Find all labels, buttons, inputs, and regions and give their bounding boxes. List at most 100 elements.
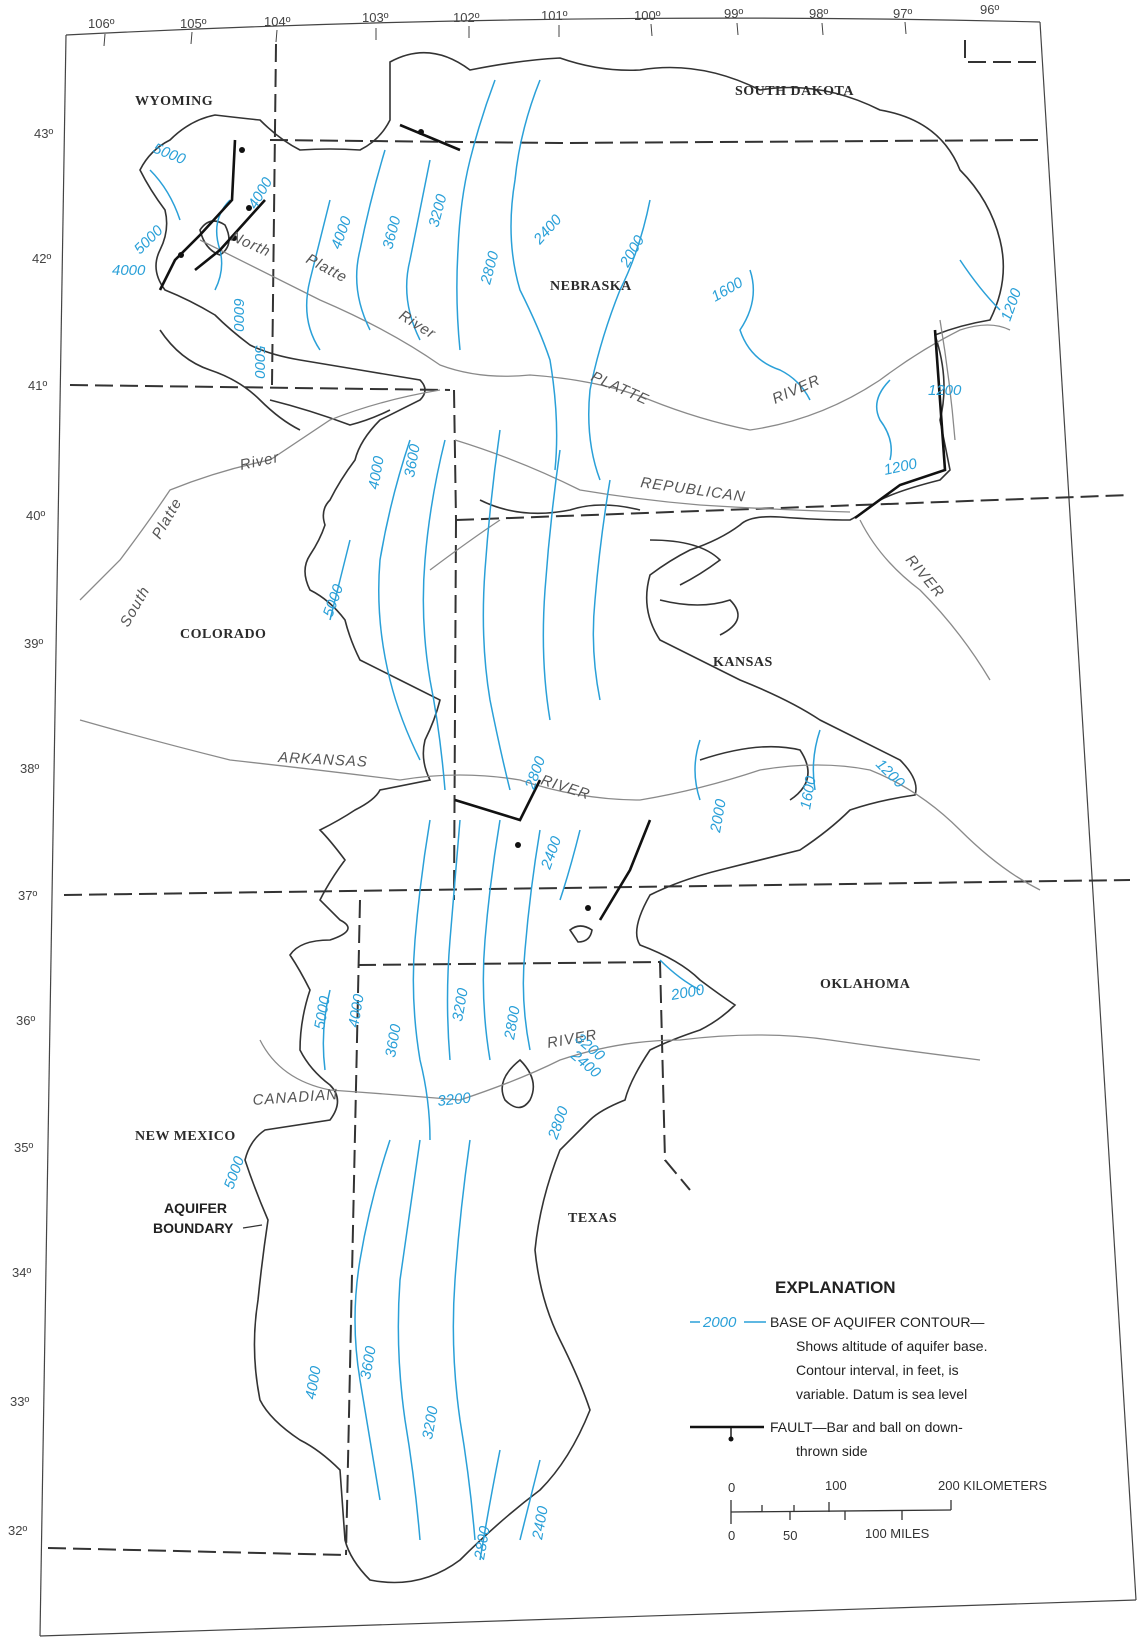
contour-label-2800-ne: 2800 (477, 249, 502, 287)
fault-ne-north (399, 123, 461, 152)
contour-label-5000-ok: 5000 (311, 994, 334, 1030)
contour-label-3200-ok: 3200 (449, 986, 472, 1022)
fault-ne-east (854, 329, 947, 520)
contour-label-2000-ks: 2000 (707, 797, 730, 834)
contour-label-1200-ne: 1200 (998, 286, 1026, 324)
aquifer-boundary-finger-5 (659, 599, 739, 636)
contour-label-3200-canadian: 3200 (437, 1090, 473, 1110)
contour-line-2800-central (542, 449, 561, 721)
contour-line-2400-tx (519, 1459, 541, 1541)
legend-fault-title: FAULT—Bar and ball on down- (770, 1419, 963, 1435)
contour-line-2800-north (456, 79, 496, 351)
canadian-river-line (259, 1034, 981, 1101)
contour-line-2000-north (588, 199, 651, 481)
contour-line-2400-south (559, 829, 581, 901)
contour-line-2000-south (694, 739, 701, 801)
legend-contour-title: BASE OF AQUIFER CONTOUR— (770, 1314, 984, 1330)
contour-line-1600-south (812, 729, 821, 791)
map-frame (39, 17, 1137, 1637)
contour-line-3200-north (405, 159, 431, 341)
aquifer-boundary-outline (139, 51, 1005, 1584)
faults (158, 123, 947, 921)
contour-label-4000-wy-2: 4000 (245, 174, 277, 212)
river-label-platte-south: Platte (149, 495, 186, 542)
lat-label-35: 35º (14, 1140, 33, 1155)
contour-label-6000: 6000 (230, 298, 247, 332)
lon-label-106: 106º (88, 16, 115, 31)
state-boundaries (47, 40, 1131, 1556)
state-label-wyoming: WYOMING (135, 94, 213, 109)
scale-mi-50: 50 (783, 1528, 797, 1543)
lat-label-39: 39º (24, 636, 43, 651)
contour-line-1200-northeast (959, 259, 1001, 311)
arkansas-river-line (79, 719, 1041, 891)
lon-label-102: 102º (453, 10, 480, 25)
legend-contour-desc-3: variable. Datum is sea level (796, 1386, 967, 1402)
contour-line-2000-ok (659, 959, 701, 991)
fault-ks-east (598, 819, 652, 921)
contour-line-4000-north (305, 199, 331, 351)
river-label-north: North (228, 228, 273, 260)
explanation-legend: EXPLANATION 2000 BASE OF AQUIFER CONTOUR… (690, 1278, 987, 1459)
aquifer-boundary-finger-2 (269, 399, 391, 426)
contour-label-3600-co: 3600 (401, 442, 424, 478)
contour-label-1600: 1600 (709, 274, 747, 306)
frame-left (39, 34, 67, 1637)
river-label-river-north-platte: River (396, 307, 439, 343)
republican-tributary (429, 519, 501, 571)
frame-right (1039, 21, 1137, 1601)
contour-label-4000-co: 4000 (365, 454, 388, 490)
base-of-aquifer-contours (149, 79, 1001, 1561)
aquifer-boundary-label-line-2: BOUNDARY (153, 1220, 234, 1236)
contour-line-3600-south (446, 819, 461, 1061)
river-label-canadian: CANADIAN (252, 1086, 338, 1109)
scale-main-line (730, 1509, 952, 1513)
contour-line-3200-central (482, 429, 511, 791)
contour-line-4000-tx (354, 1139, 391, 1501)
boundary-co-ne-east (453, 389, 457, 521)
contour-label-5000-nm: 5000 (221, 1154, 249, 1192)
fault-wy-2 (194, 199, 266, 272)
boundary-co-ks (453, 519, 457, 901)
contour-label-4000-wy: 4000 (112, 262, 146, 279)
contour-line-5000-wy (149, 169, 181, 221)
river-label-south: South (117, 583, 154, 630)
boundary-panhandle (357, 960, 691, 1191)
rivers (79, 239, 1041, 1101)
lon-label-99: 99º (724, 6, 743, 21)
contour-label-5000-wy: 5000 (151, 140, 189, 169)
contour-label-5000-co: 5000 (320, 582, 348, 620)
contour-line-1600 (739, 269, 811, 401)
scale-km-0: 0 (728, 1480, 735, 1495)
lat-label-36: 36º (16, 1013, 35, 1028)
legend-contour-desc-1: Shows altitude of aquifer base. (796, 1338, 987, 1354)
fault-wy-1 (158, 139, 237, 291)
boundary-sd-ne (269, 139, 1041, 145)
aquifer-boundary-finger-6 (699, 745, 809, 801)
kansas-river-line (859, 519, 991, 681)
contour-line-2800-tx (479, 1449, 501, 1561)
longitude-labels: 106º 105º 104º 103º 102º 101º 100º 99º 9… (88, 2, 999, 31)
contour-label-2800-ok: 2800 (501, 1004, 524, 1041)
river-label-river-south-platte: River (238, 449, 281, 474)
aquifer-boundary-callout: AQUIFER BOUNDARY (153, 1200, 263, 1236)
lat-label-41: 41º (28, 378, 47, 393)
lat-label-43: 43º (34, 126, 53, 141)
state-label-nebraska: NEBRASKA (550, 279, 632, 294)
longitude-ticks (103, 21, 907, 47)
lat-label-32: 32º (8, 1523, 27, 1538)
lon-label-105: 105º (180, 16, 207, 31)
lon-label-97: 97º (893, 6, 912, 21)
boundary-ks-ne (455, 494, 1131, 521)
lat-label-38: 38º (20, 761, 39, 776)
contour-label-2800-tx: 2800 (544, 1104, 572, 1143)
boundary-northeast (964, 40, 1040, 63)
contour-line-3600-tx (397, 1139, 421, 1541)
lat-label-40: 40º (26, 508, 45, 523)
scale-bar: 0 100 200 KILOMETERS 0 50 100 MILES (728, 1478, 1047, 1543)
contour-line-4000-south (412, 819, 431, 1141)
aquifer-boundary-island-2 (199, 220, 230, 256)
missouri-river-line (939, 319, 956, 441)
contour-label-5000-co-n: 5000 (251, 345, 268, 379)
